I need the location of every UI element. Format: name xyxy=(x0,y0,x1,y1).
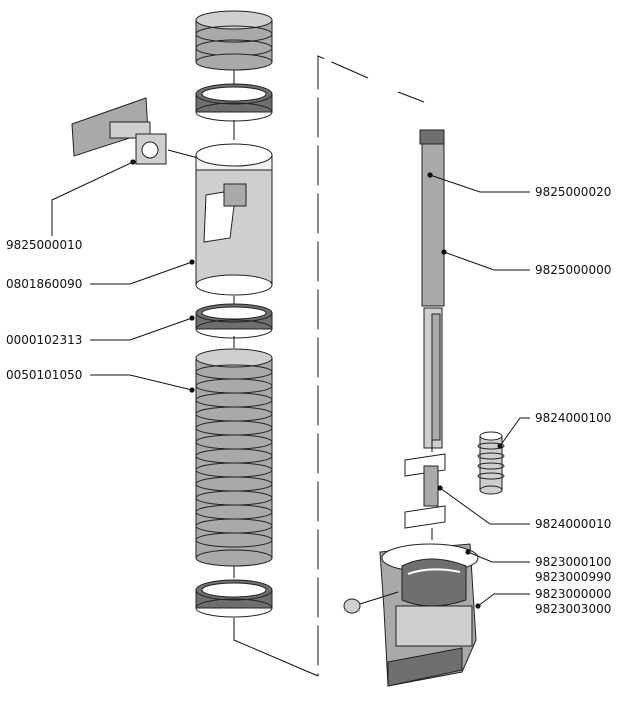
label-9825000020: 9825000020 xyxy=(535,185,611,199)
bellows-long xyxy=(195,348,273,567)
connector-assembly xyxy=(404,440,446,540)
divider-line xyxy=(317,55,425,676)
square-tube xyxy=(419,129,445,449)
ring-top xyxy=(195,83,273,122)
ring-bottom xyxy=(195,579,273,618)
top-bellows-cap xyxy=(195,10,273,71)
small-knob xyxy=(343,591,399,614)
label-9823000100: 9823000100 xyxy=(535,555,611,569)
label-9823003000: 9823003000 xyxy=(535,602,611,616)
label-0000102313: 0000102313 xyxy=(6,333,82,347)
label-9823000000: 9823000000 xyxy=(535,587,611,601)
label-9825000010: 9825000010 xyxy=(6,238,82,252)
cylinder-body xyxy=(195,143,273,296)
wall-bracket xyxy=(71,97,199,165)
leader-lines xyxy=(51,159,530,609)
label-9824000010: 9824000010 xyxy=(535,517,611,531)
ring-middle xyxy=(195,303,273,339)
label-9824000100: 9824000100 xyxy=(535,411,611,425)
small-bellows xyxy=(477,431,505,495)
housing-bottom xyxy=(379,543,479,687)
label-0050101050: 0050101050 xyxy=(6,368,82,382)
label-9825000000: 9825000000 xyxy=(535,263,611,277)
label-9823000990: 9823000990 xyxy=(535,570,611,584)
label-0801860090: 0801860090 xyxy=(6,277,82,291)
